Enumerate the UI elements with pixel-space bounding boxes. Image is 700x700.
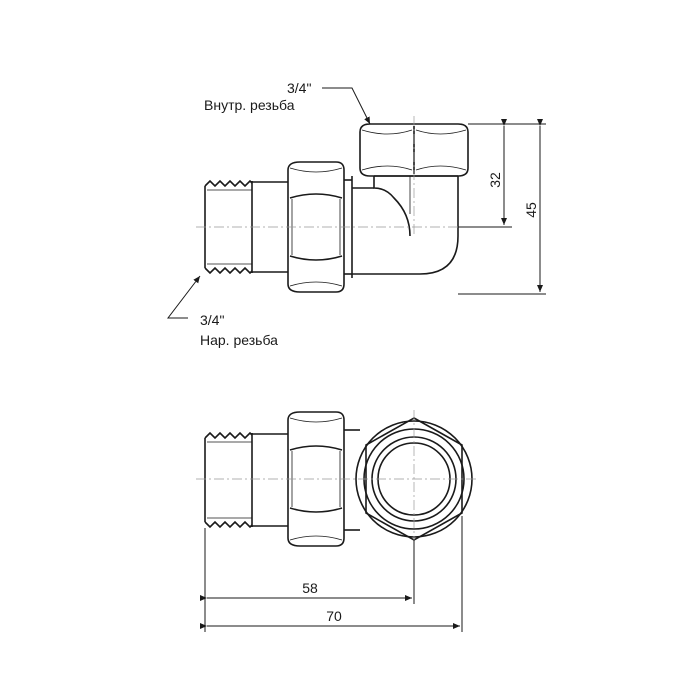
dim-height-total: 45 (523, 202, 539, 218)
side-view (204, 123, 469, 293)
plan-male-thread-end (204, 431, 253, 529)
centerlines-top (196, 116, 510, 236)
body-tube (252, 181, 288, 273)
dim-height-inner: 32 (487, 172, 503, 188)
leader-top (322, 87, 371, 125)
dim-length-total: 70 (326, 608, 342, 624)
callout-top-size: 3/4" (287, 80, 312, 96)
dim-length-inner: 58 (302, 580, 318, 596)
horizontal-dimensions (200, 516, 463, 632)
top-hex-fitting (359, 123, 469, 177)
callout-top-desc: Внутр. резьба (204, 97, 295, 113)
callout-mid-desc: Нар. резьба (200, 332, 278, 348)
vertical-dimensions (458, 119, 546, 295)
callout-mid-size: 3/4" (200, 312, 225, 328)
leader-mid (166, 275, 201, 319)
callout-leaders (166, 87, 371, 319)
centerlines-plan (196, 410, 478, 548)
